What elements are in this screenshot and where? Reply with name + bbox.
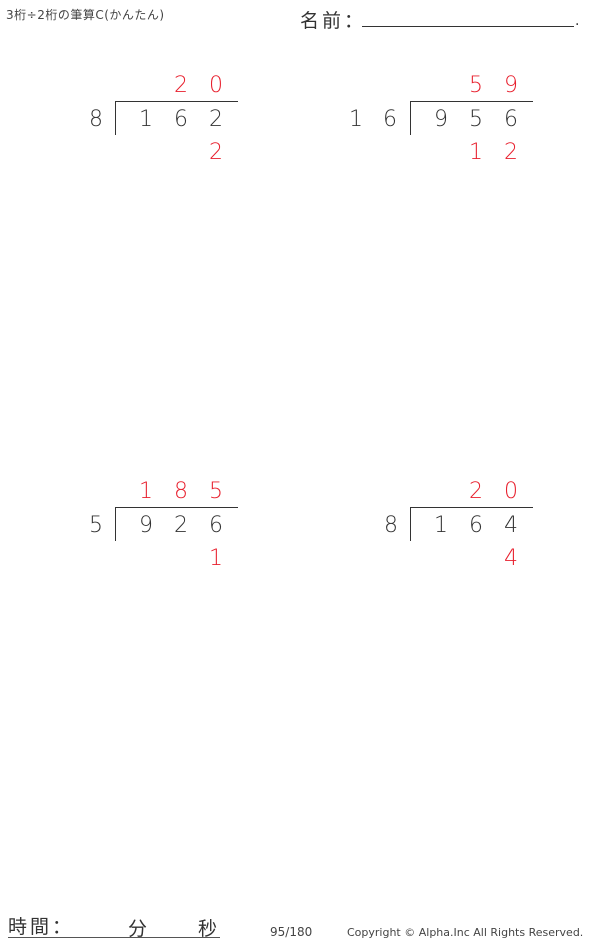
quotient-digit: 9 xyxy=(504,73,518,98)
page-number: 95/180 xyxy=(270,925,313,939)
dividend-digit: 9 xyxy=(434,107,448,132)
remainder-digit: 2 xyxy=(504,140,518,165)
quotient-digit: 0 xyxy=(504,479,518,504)
quotient-digit: 1 xyxy=(139,479,153,504)
dividend-digit: 1 xyxy=(139,107,153,132)
division-bracket-top xyxy=(410,101,533,102)
division-problem-4: 2 0 8 1 6 4 4 xyxy=(300,476,560,586)
division-bracket-side xyxy=(115,507,116,541)
quotient-digit: 5 xyxy=(209,479,223,504)
division-bracket-side xyxy=(115,101,116,135)
dividend-digit: 6 xyxy=(504,107,518,132)
time-field[interactable] xyxy=(8,937,220,938)
name-end-mark: . xyxy=(575,13,580,29)
dividend-digit: 6 xyxy=(174,107,188,132)
name-field[interactable] xyxy=(362,26,574,27)
division-bracket-side xyxy=(410,101,411,135)
divisor-digit: 6 xyxy=(383,107,397,132)
division-problem-1: 2 0 8 1 6 2 2 xyxy=(0,70,260,180)
divisor-digit: 1 xyxy=(349,107,363,132)
remainder-digit: 1 xyxy=(469,140,483,165)
dividend-digit: 2 xyxy=(209,107,223,132)
dividend-digit: 6 xyxy=(469,513,483,538)
quotient-digit: 2 xyxy=(469,479,483,504)
quotient-digit: 8 xyxy=(174,479,188,504)
seconds-label: 秒 xyxy=(198,918,218,940)
quotient-digit: 0 xyxy=(209,73,223,98)
divisor-digit: 5 xyxy=(89,513,103,538)
division-bracket-top xyxy=(115,507,238,508)
worksheet-title: 3桁÷2桁の筆算C(かんたん) xyxy=(6,8,165,22)
dividend-digit: 2 xyxy=(174,513,188,538)
quotient-digit: 2 xyxy=(174,73,188,98)
division-bracket-top xyxy=(115,101,238,102)
division-bracket-top xyxy=(410,507,533,508)
dividend-digit: 9 xyxy=(139,513,153,538)
remainder-digit: 2 xyxy=(209,140,223,165)
division-problem-2: 5 9 1 6 9 5 6 1 2 xyxy=(300,70,560,180)
dividend-digit: 4 xyxy=(504,513,518,538)
remainder-digit: 4 xyxy=(504,546,518,571)
dividend-digit: 6 xyxy=(209,513,223,538)
division-bracket-side xyxy=(410,507,411,541)
minutes-label: 分 xyxy=(128,918,148,940)
copyright-notice: Copyright © Alpha.Inc All Rights Reserve… xyxy=(347,926,584,939)
divisor-digit: 8 xyxy=(384,513,398,538)
division-problem-3: 1 8 5 5 9 2 6 1 xyxy=(0,476,260,586)
remainder-digit: 1 xyxy=(209,546,223,571)
name-label: 名前： xyxy=(300,10,367,32)
divisor-digit: 8 xyxy=(89,107,103,132)
dividend-digit: 1 xyxy=(434,513,448,538)
quotient-digit: 5 xyxy=(469,73,483,98)
dividend-digit: 5 xyxy=(469,107,483,132)
time-label: 時間： xyxy=(8,916,75,938)
